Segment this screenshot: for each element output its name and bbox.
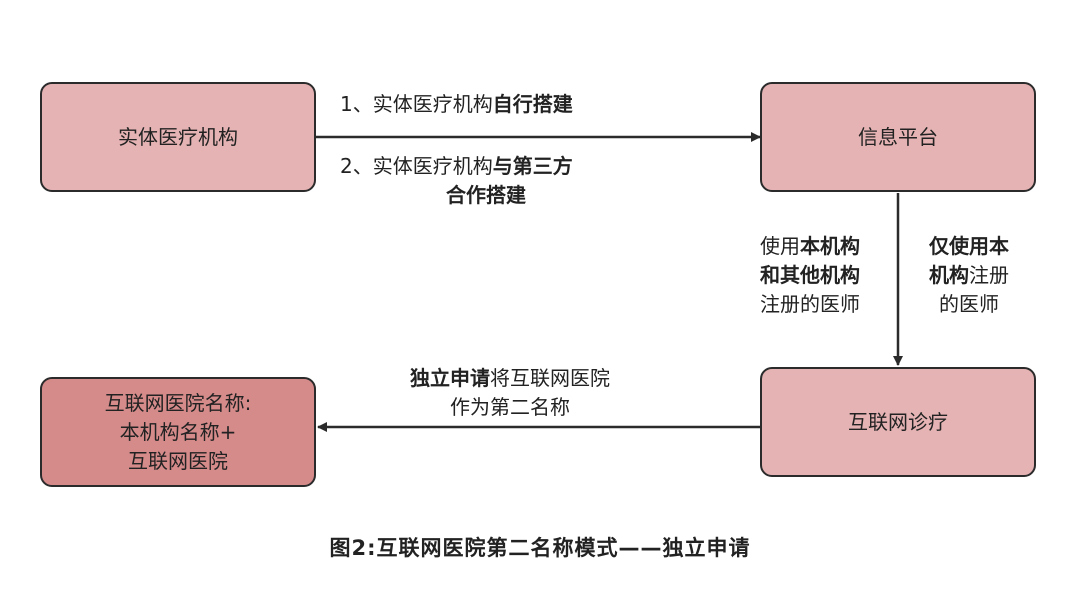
care-naming-line1-suffix: 将互联网医院 (490, 366, 610, 390)
figure-caption: 图2:互联网医院第二名称模式——独立申请 (329, 536, 751, 560)
care-naming-line2: 作为第二名称 (450, 395, 570, 419)
node-naming-line2: 本机构名称+ (119, 419, 237, 444)
option1-prefix: 1、实体医疗机构 (340, 92, 493, 116)
care-right-line3: 的医师 (939, 292, 999, 316)
care-left-line1-bold: 本机构 (800, 234, 860, 258)
node-naming-line1: 互联网医院名称: (104, 390, 252, 415)
care-right-line1-bold: 仅使用本 (929, 234, 1009, 258)
edge-label-care-naming: 独立申请将互联网医院 作为第二名称 (370, 364, 650, 422)
node-entity: 实体医疗机构 (40, 82, 316, 192)
care-left-line3: 注册的医师 (760, 292, 860, 316)
node-naming: 互联网医院名称: 本机构名称+ 互联网医院 (40, 377, 316, 487)
care-right-line2-bold: 机构 (929, 263, 969, 287)
node-entity-label: 实体医疗机构 (118, 124, 238, 149)
care-left-line1-prefix: 使用 (760, 234, 800, 258)
option1-bold: 自行搭建 (492, 92, 573, 116)
node-internet-care-label: 互联网诊疗 (848, 409, 948, 434)
node-internet-care: 互联网诊疗 (760, 367, 1036, 477)
option2-bold-line1: 与第三方 (492, 154, 573, 178)
edge-label-platform-care-left: 使用本机构 和其他机构 注册的医师 (726, 232, 860, 319)
care-naming-line1-bold: 独立申请 (410, 366, 490, 390)
edge-label-platform-care-right: 仅使用本 机构注册 的医师 (916, 232, 1022, 319)
care-right-line2-suffix: 注册 (969, 263, 1009, 287)
option2-bold-line2: 合作搭建 (446, 183, 526, 207)
option2-prefix: 2、实体医疗机构 (340, 154, 493, 178)
node-platform-label: 信息平台 (858, 124, 938, 149)
care-left-line2-bold: 和其他机构 (760, 263, 860, 287)
node-platform: 信息平台 (760, 82, 1036, 192)
edge-label-option1: 1、实体医疗机构自行搭建 (340, 90, 573, 119)
edge-label-option2: 2、实体医疗机构与第三方 合作搭建 (340, 152, 670, 210)
node-naming-line3: 互联网医院 (128, 448, 228, 473)
